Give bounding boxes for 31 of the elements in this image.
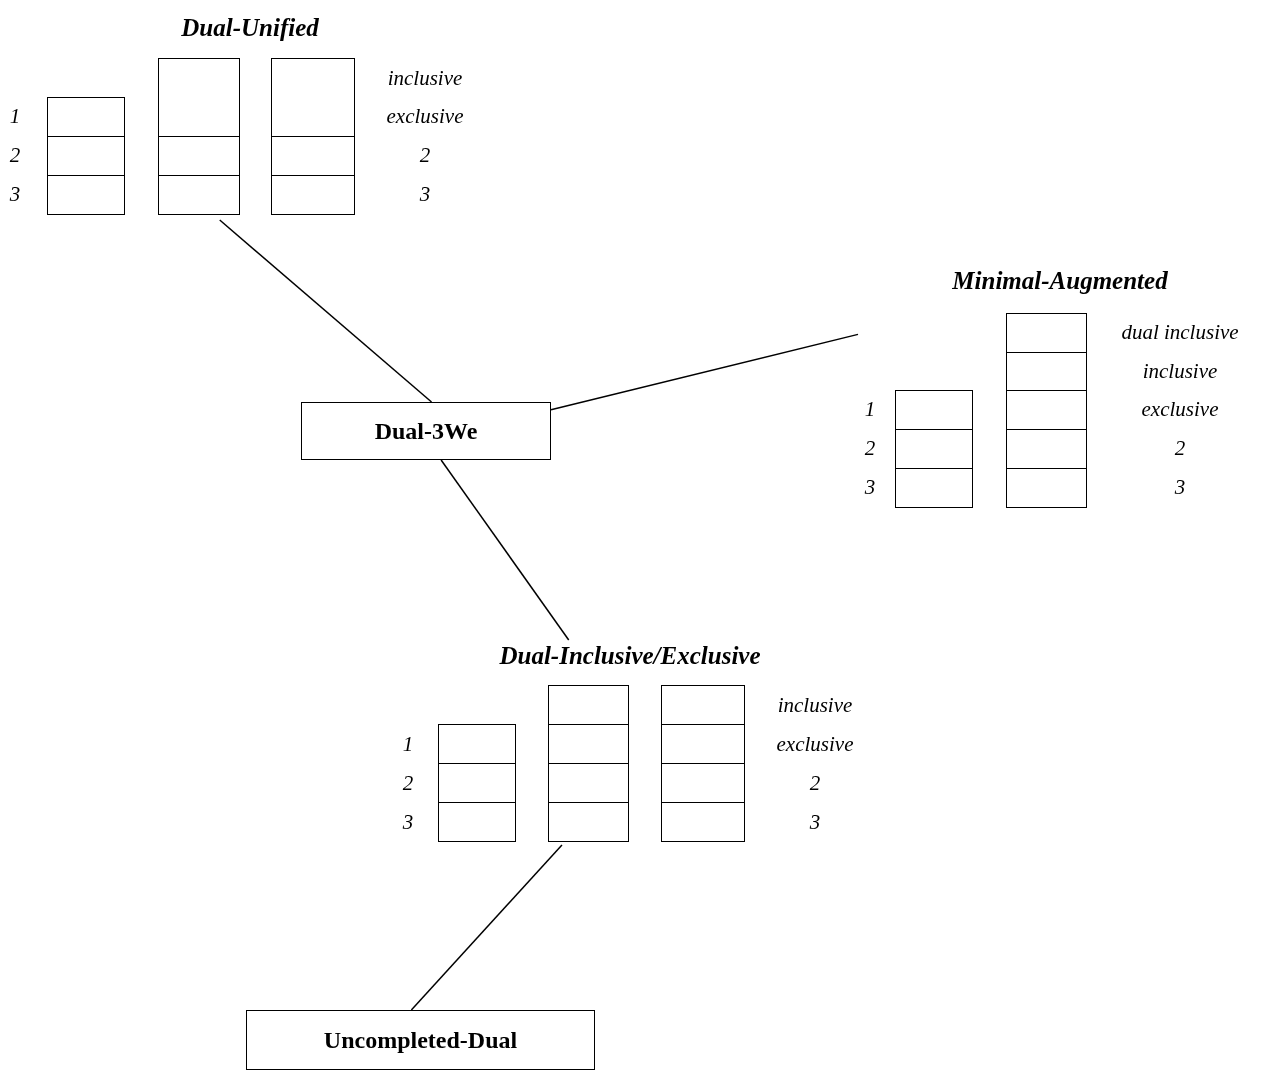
side-label: inclusive <box>777 694 853 716</box>
paradigm-title: Dual-Inclusive/Exclusive <box>499 642 761 668</box>
side-label: 1 <box>864 398 876 420</box>
side-label: 1 <box>402 733 414 755</box>
side-label: 3 <box>809 811 821 833</box>
side-label: 2 <box>809 772 821 794</box>
side-label: 1 <box>9 105 21 127</box>
side-label: 3 <box>402 811 414 833</box>
side-label: exclusive <box>386 105 464 127</box>
side-label: inclusive <box>1142 360 1218 382</box>
connector-line <box>440 459 570 641</box>
side-label: 2 <box>864 437 876 459</box>
connector-line <box>218 219 433 403</box>
connector-line <box>550 333 859 411</box>
paradigm-title: Dual-Unified <box>181 14 319 40</box>
paradigm-title: Minimal-Augmented <box>952 267 1168 293</box>
side-label: 2 <box>9 144 21 166</box>
side-label: exclusive <box>776 733 854 755</box>
side-label: exclusive <box>1141 398 1219 420</box>
side-label: 3 <box>864 476 876 498</box>
side-label: 2 <box>419 144 431 166</box>
term-box: Dual-3We <box>301 402 551 460</box>
side-label: 2 <box>1174 437 1186 459</box>
side-label: dual inclusive <box>1121 321 1239 343</box>
side-label: 3 <box>9 183 21 205</box>
side-label: 3 <box>1174 476 1186 498</box>
side-label: 3 <box>419 183 431 205</box>
side-label: inclusive <box>387 67 463 89</box>
term-box: Uncompleted-Dual <box>246 1010 595 1070</box>
side-label: 2 <box>402 772 414 794</box>
connector-line <box>410 844 563 1011</box>
